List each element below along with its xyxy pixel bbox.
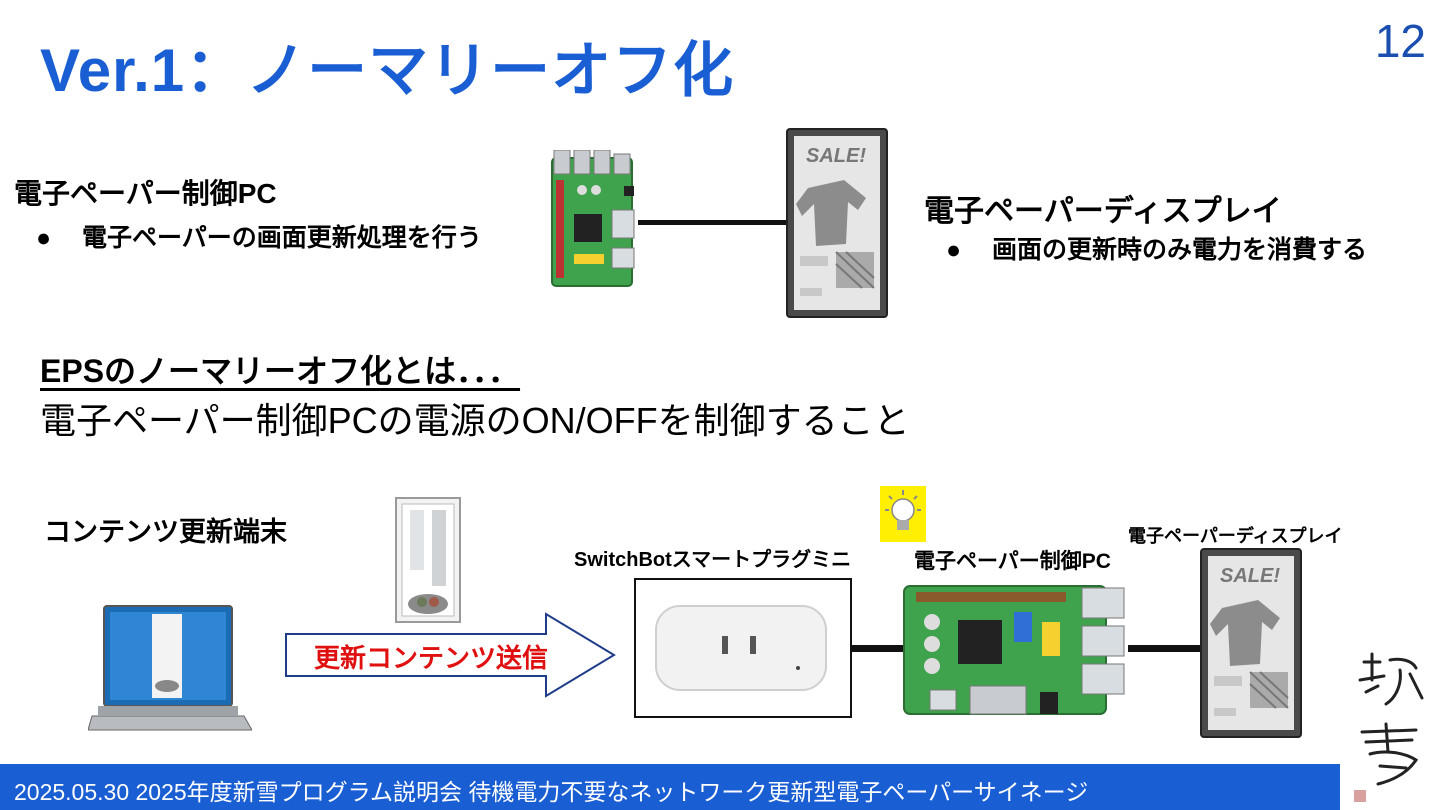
- display-bullet-item: ● 画面の更新時のみ電力を消費する: [946, 230, 1367, 266]
- sale-text: SALE!: [1220, 565, 1280, 587]
- bullet-icon: ●: [946, 236, 962, 264]
- laptop-icon: [88, 605, 252, 731]
- eps-description: 電子ペーパー制御PCの電源のON/OFFを制御すること: [40, 400, 910, 441]
- raspberry-pi-board-icon: [551, 150, 635, 287]
- pc-bullet-item: ● 電子ペーパーの画面更新処理を行う: [36, 218, 482, 254]
- right-arrow-icon: [285, 612, 616, 698]
- pc2-label: 電子ペーパー制御PC: [914, 550, 1111, 573]
- slide-number: 12: [1374, 15, 1426, 67]
- cable-line: [638, 220, 788, 225]
- raspberry-pi-board-icon: [903, 585, 1125, 715]
- terminal-label: コンテンツ更新端末: [44, 517, 287, 547]
- light-bulb-icon: [880, 486, 926, 542]
- e-paper-display-icon: SALE!: [1200, 548, 1302, 738]
- cable-line: [1128, 645, 1204, 652]
- e-paper-display-icon: SALE!: [786, 128, 888, 318]
- poster-icon: [395, 497, 461, 623]
- smart-plug-label: SwitchBotスマートプラグミニ: [574, 549, 852, 571]
- cable-line: [852, 645, 906, 652]
- bullet-icon: ●: [36, 224, 52, 252]
- page-title: Ver.1：ノーマリーオフ化: [40, 37, 735, 104]
- arrow-label: 更新コンテンツ送信: [314, 644, 549, 673]
- display2-label: 電子ペーパーディスプレイ: [1128, 526, 1343, 546]
- eps-heading: EPSのノーマリーオフ化とは．．．: [40, 353, 521, 389]
- calligraphy-logo-icon: [1354, 652, 1424, 802]
- sale-text: SALE!: [806, 145, 866, 167]
- display-bullet-text: 画面の更新時のみ電力を消費する: [992, 236, 1368, 264]
- footer-bar: 2025.05.30 2025年度新雪プログラム説明会 待機電力不要なネットワー…: [0, 764, 1340, 810]
- smart-plug-icon: [634, 578, 852, 718]
- display-label: 電子ペーパーディスプレイ: [924, 195, 1282, 228]
- pc-label: 電子ペーパー制御PC: [14, 178, 277, 209]
- footer-text: 2025.05.30 2025年度新雪プログラム説明会 待機電力不要なネットワー…: [14, 779, 1089, 805]
- pc-bullet-text: 電子ペーパーの画面更新処理を行う: [82, 224, 482, 252]
